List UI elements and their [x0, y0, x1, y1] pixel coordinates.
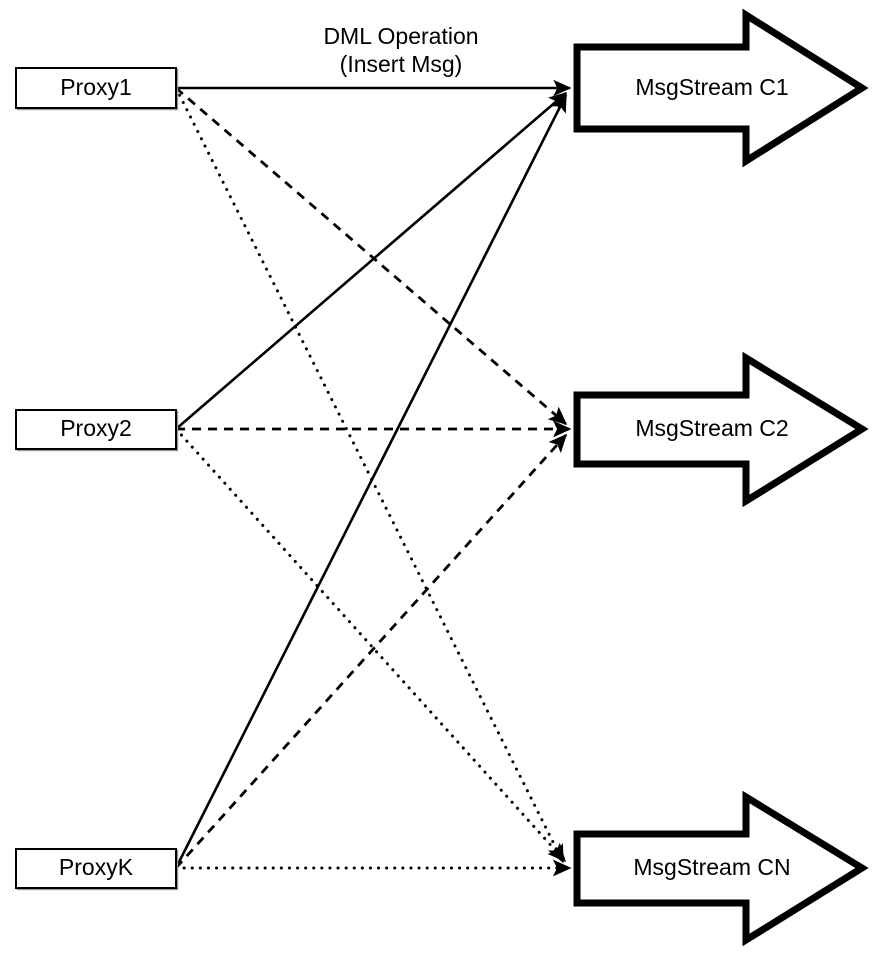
- edge-label-dml-operation: DML Operation (Insert Msg): [323, 23, 478, 77]
- proxyk-box[interactable]: [15, 848, 177, 889]
- connection-proxy2-to-c1: [175, 92, 568, 430]
- connection-proxyk-to-c2: [174, 433, 568, 869]
- msgstream-cn-label: MsgStream CN: [633, 854, 790, 880]
- edge-label-line1: DML Operation: [323, 23, 478, 49]
- edge-label-line2: (Insert Msg): [340, 51, 463, 77]
- msgstream-c2-label: MsgStream C2: [635, 415, 788, 441]
- connections-layer: [174, 79, 572, 877]
- connection-proxy1-to-cn: [174, 86, 565, 864]
- connection-proxyk-to-c1: [174, 93, 568, 869]
- proxyk-label: ProxyK: [59, 854, 134, 880]
- proxy1-box[interactable]: [15, 67, 177, 109]
- proxy2-label: Proxy2: [60, 415, 132, 441]
- target-node-msgstream-c2[interactable]: MsgStream C2: [573, 351, 869, 508]
- msgstream-cn-arrow-shape[interactable]: [573, 790, 869, 947]
- msgstream-c1-label: MsgStream C1: [635, 74, 788, 100]
- connection-proxy1-to-c2: [175, 86, 568, 426]
- target-node-msgstream-c1[interactable]: MsgStream C1: [573, 8, 869, 168]
- target-node-msgstream-cn[interactable]: MsgStream CN: [573, 790, 869, 947]
- proxy2-box[interactable]: [15, 409, 177, 450]
- proxy1-label: Proxy1: [60, 74, 132, 100]
- source-node-proxy2[interactable]: Proxy2: [15, 409, 179, 452]
- msgstream-c1-arrow-shape[interactable]: [573, 8, 869, 168]
- msgstream-c2-arrow-shape[interactable]: [573, 351, 869, 508]
- connection-proxy2-to-cn: [174, 427, 567, 863]
- source-node-proxy1[interactable]: Proxy1: [15, 67, 179, 111]
- source-node-proxyk[interactable]: ProxyK: [15, 848, 179, 891]
